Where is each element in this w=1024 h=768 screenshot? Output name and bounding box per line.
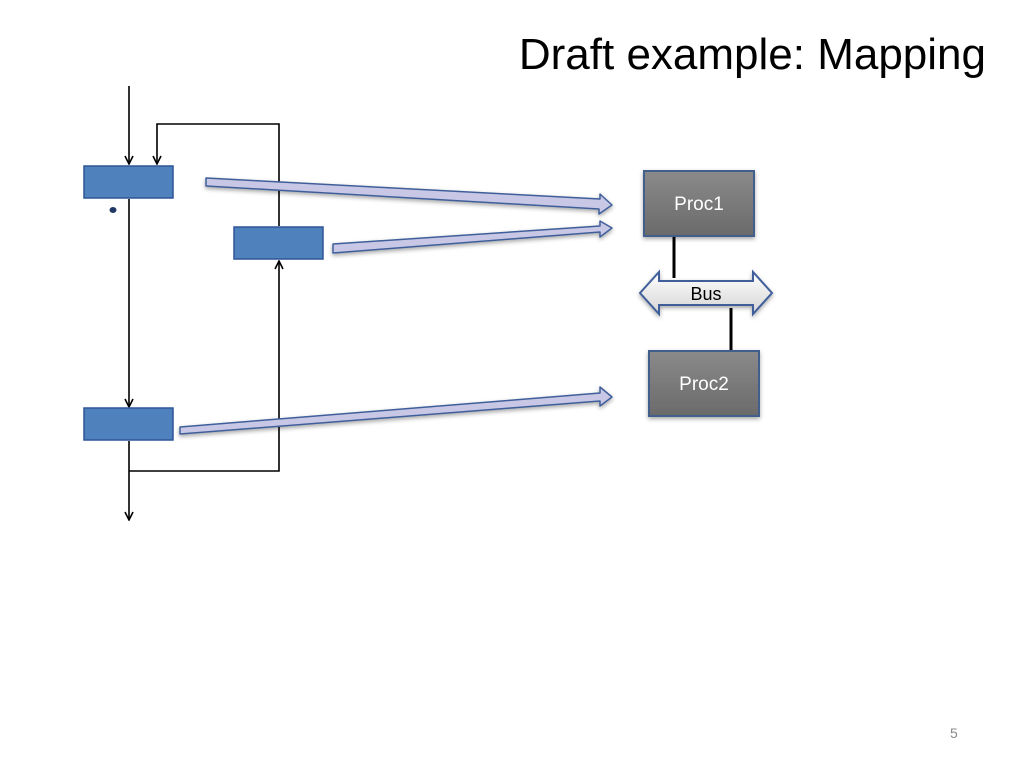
- bus-node: Bus: [638, 269, 774, 317]
- mapping-arrow-task3-proc2: [179, 386, 613, 435]
- feedback-edge-bottom: [129, 261, 279, 472]
- feedback-edge-top: [157, 123, 280, 226]
- small-dot: [109, 207, 117, 213]
- page-number: 5: [950, 725, 958, 741]
- mapping-arrows: [179, 177, 613, 435]
- task-node-1: [83, 165, 174, 199]
- mapping-arrow-task2-proc1: [332, 220, 613, 254]
- proc1-node: Proc1: [643, 170, 755, 237]
- task-graph-edges: [129, 86, 279, 520]
- mapping-arrow-task1-proc1: [205, 177, 613, 215]
- proc2-node: Proc2: [648, 350, 760, 417]
- slide-title: Draft example: Mapping: [518, 30, 986, 79]
- task-node-2: [233, 226, 324, 260]
- proc2-label: Proc2: [679, 374, 729, 395]
- bus-label: Bus: [690, 284, 721, 304]
- proc1-label: Proc1: [674, 194, 724, 215]
- task-node-3: [83, 407, 174, 441]
